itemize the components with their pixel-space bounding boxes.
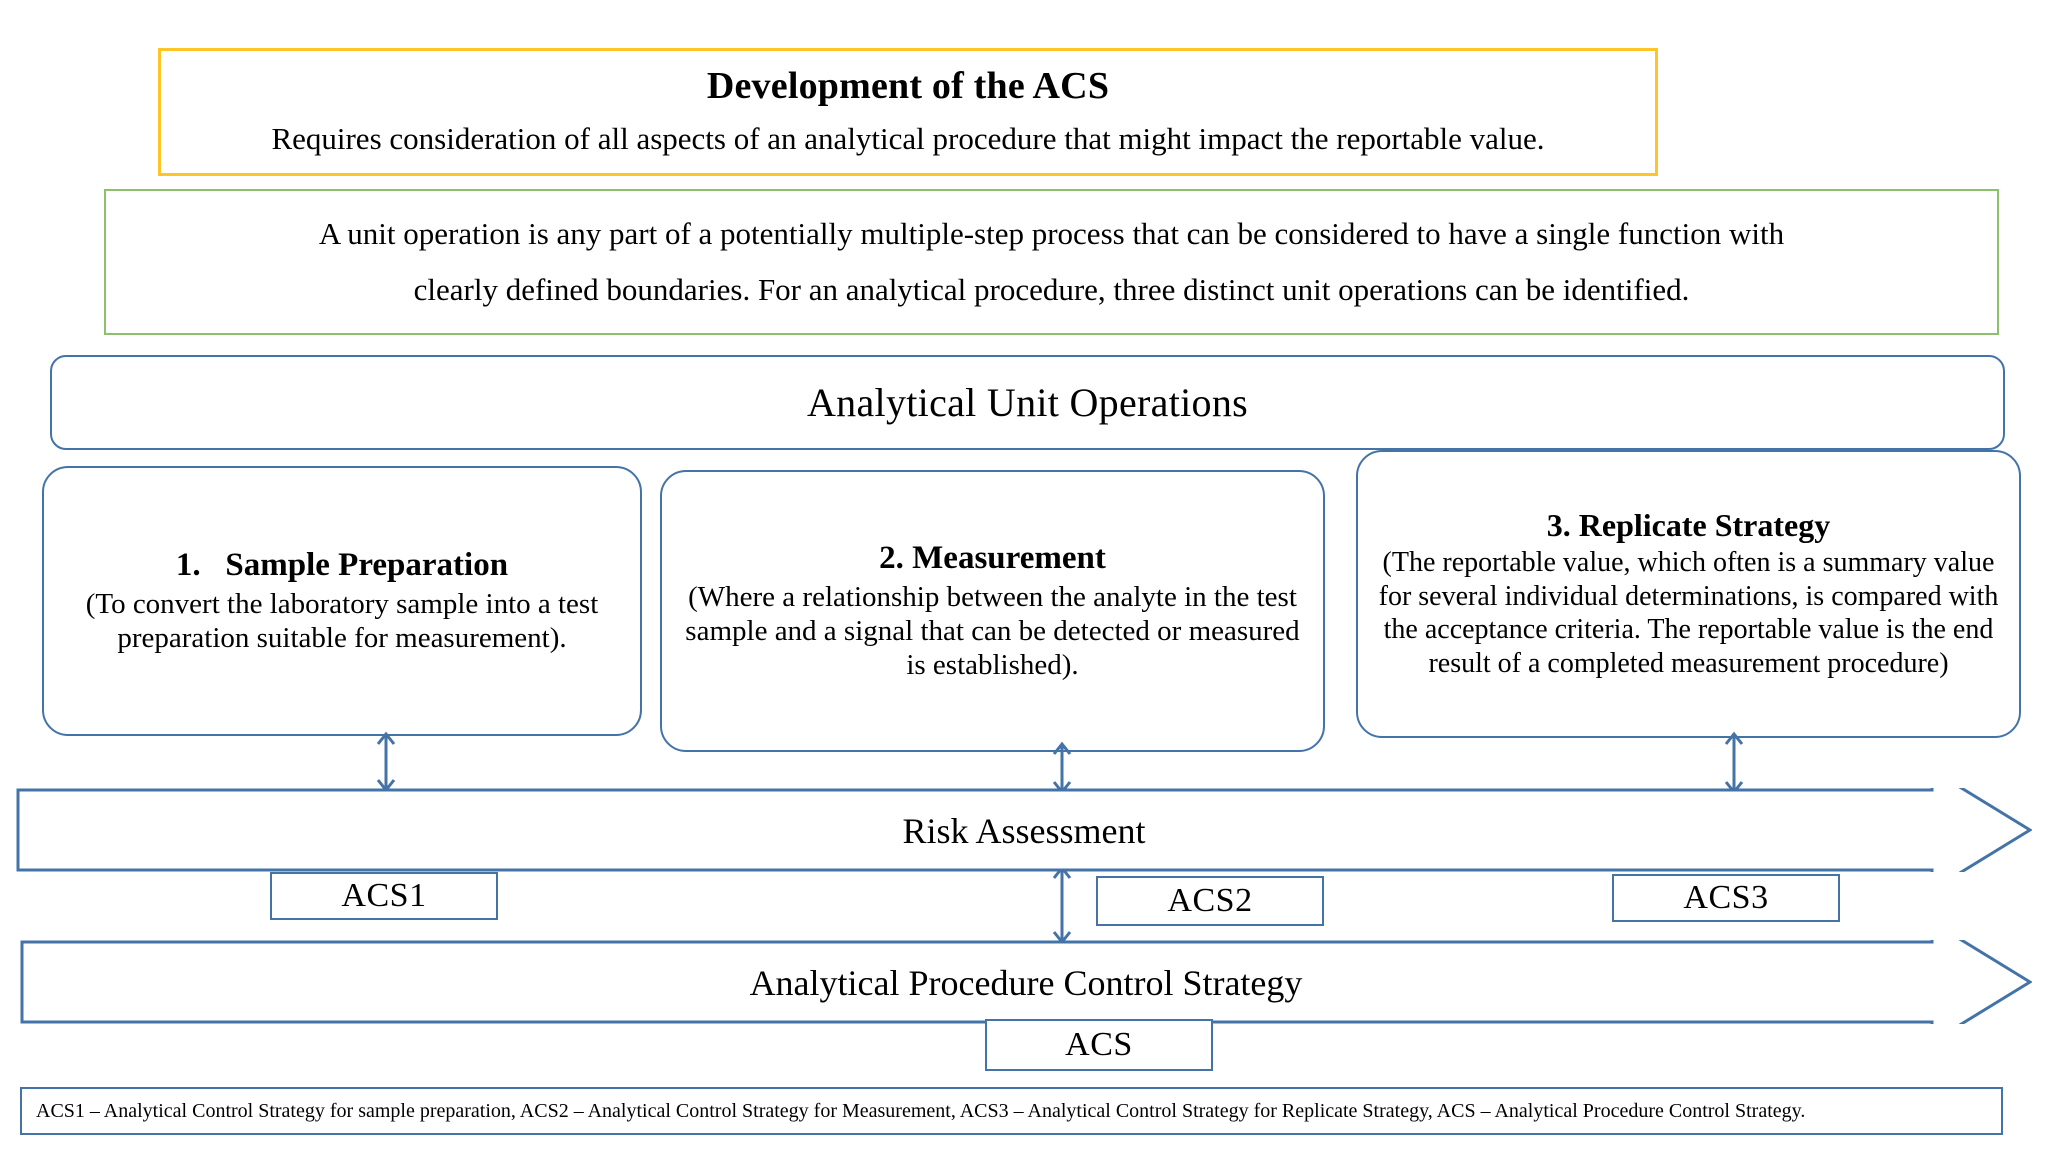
unit-operation-description: (To convert the laboratory sample into a… (85, 587, 599, 654)
analytical-unit-operations-header: Analytical Unit Operations (50, 355, 2005, 450)
double-headed-arrow-icon (370, 730, 402, 794)
unit-operation-description: (Where a relationship between the analyt… (685, 580, 1300, 682)
right-block-arrow-icon (20, 940, 2032, 1024)
acs3-label: ACS3 (1683, 879, 1769, 916)
unit-operation-box-sample-preparation: 1. Sample Preparation (To convert the la… (42, 466, 642, 736)
unit-operation-title: 2. Measurement (879, 539, 1106, 576)
acs1-label: ACS1 (341, 877, 427, 914)
legend-footnote: ACS1 – Analytical Control Strategy for s… (20, 1087, 2003, 1135)
unit-operation-title: 3. Replicate Strategy (1546, 507, 1831, 544)
double-headed-arrow-icon (1718, 730, 1750, 796)
page-title: Development of the ACS (706, 65, 1110, 107)
development-of-acs-box: Development of the ACS Requires consider… (158, 48, 1658, 176)
acs2-label: ACS2 (1167, 882, 1253, 919)
unit-operation-definition-box: A unit operation is any part of a potent… (104, 189, 1999, 335)
definition-line-2: clearly defined boundaries. For an analy… (413, 271, 1690, 307)
double-headed-arrow-icon (1046, 864, 1078, 946)
acs-label: ACS (1065, 1026, 1133, 1063)
acs3-box: ACS3 (1612, 874, 1840, 922)
analytical-procedure-control-strategy-arrow: Analytical Procedure Control Strategy (20, 940, 2032, 1024)
unit-operation-box-replicate-strategy: 3. Replicate Strategy (The reportable va… (1356, 450, 2021, 738)
unit-operation-box-measurement: 2. Measurement (Where a relationship bet… (660, 470, 1325, 752)
unit-operation-title: 1. Sample Preparation (175, 546, 509, 583)
definition-line-1: A unit operation is any part of a potent… (318, 215, 1785, 251)
right-block-arrow-icon (16, 788, 2032, 872)
acs-box: ACS (985, 1019, 1213, 1071)
page-subtitle: Requires consideration of all aspects of… (271, 120, 1545, 156)
risk-assessment-arrow: Risk Assessment (16, 788, 2032, 872)
acs1-box: ACS1 (270, 872, 498, 920)
legend-footnote-text: ACS1 – Analytical Control Strategy for s… (36, 1099, 1806, 1122)
acs2-box: ACS2 (1096, 876, 1324, 926)
analytical-unit-operations-label: Analytical Unit Operations (806, 380, 1249, 425)
unit-operation-description: (The reportable value, which often is a … (1378, 547, 1999, 679)
